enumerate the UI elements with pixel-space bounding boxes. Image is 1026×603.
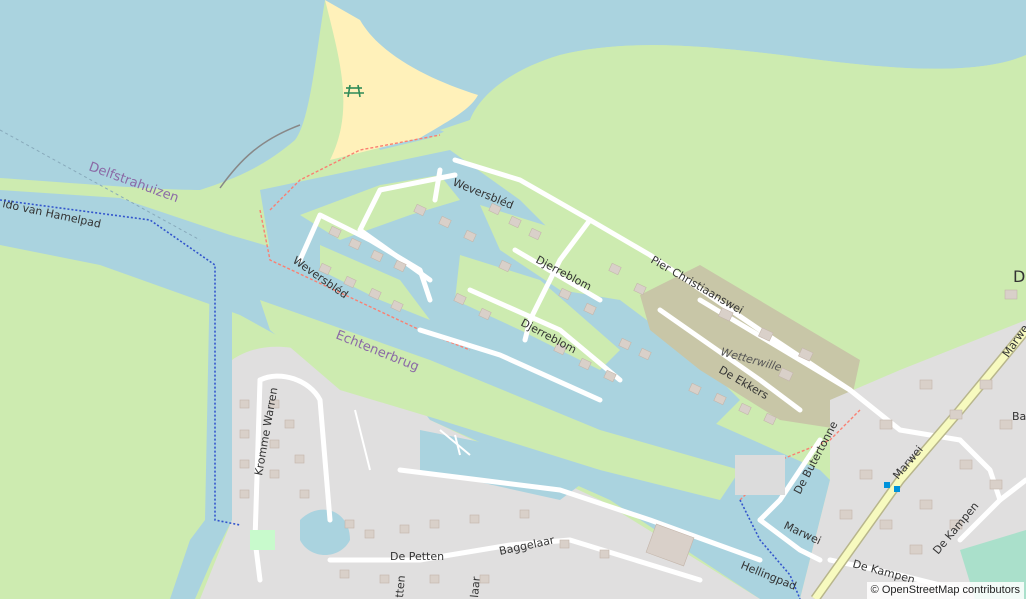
bus-stop-icon[interactable]: [894, 486, 900, 492]
label-tten: tten: [393, 575, 408, 598]
bus-stop-icon[interactable]: [884, 482, 890, 488]
attribution[interactable]: © OpenStreetMap contributors: [867, 582, 1024, 599]
label-de-petten: De Petten: [390, 550, 444, 563]
park-square: [250, 530, 275, 550]
label-ba: Ba: [1012, 410, 1026, 423]
label-d: D: [1013, 267, 1025, 286]
label-laar: laar: [468, 576, 483, 599]
pier-building: [735, 455, 785, 495]
